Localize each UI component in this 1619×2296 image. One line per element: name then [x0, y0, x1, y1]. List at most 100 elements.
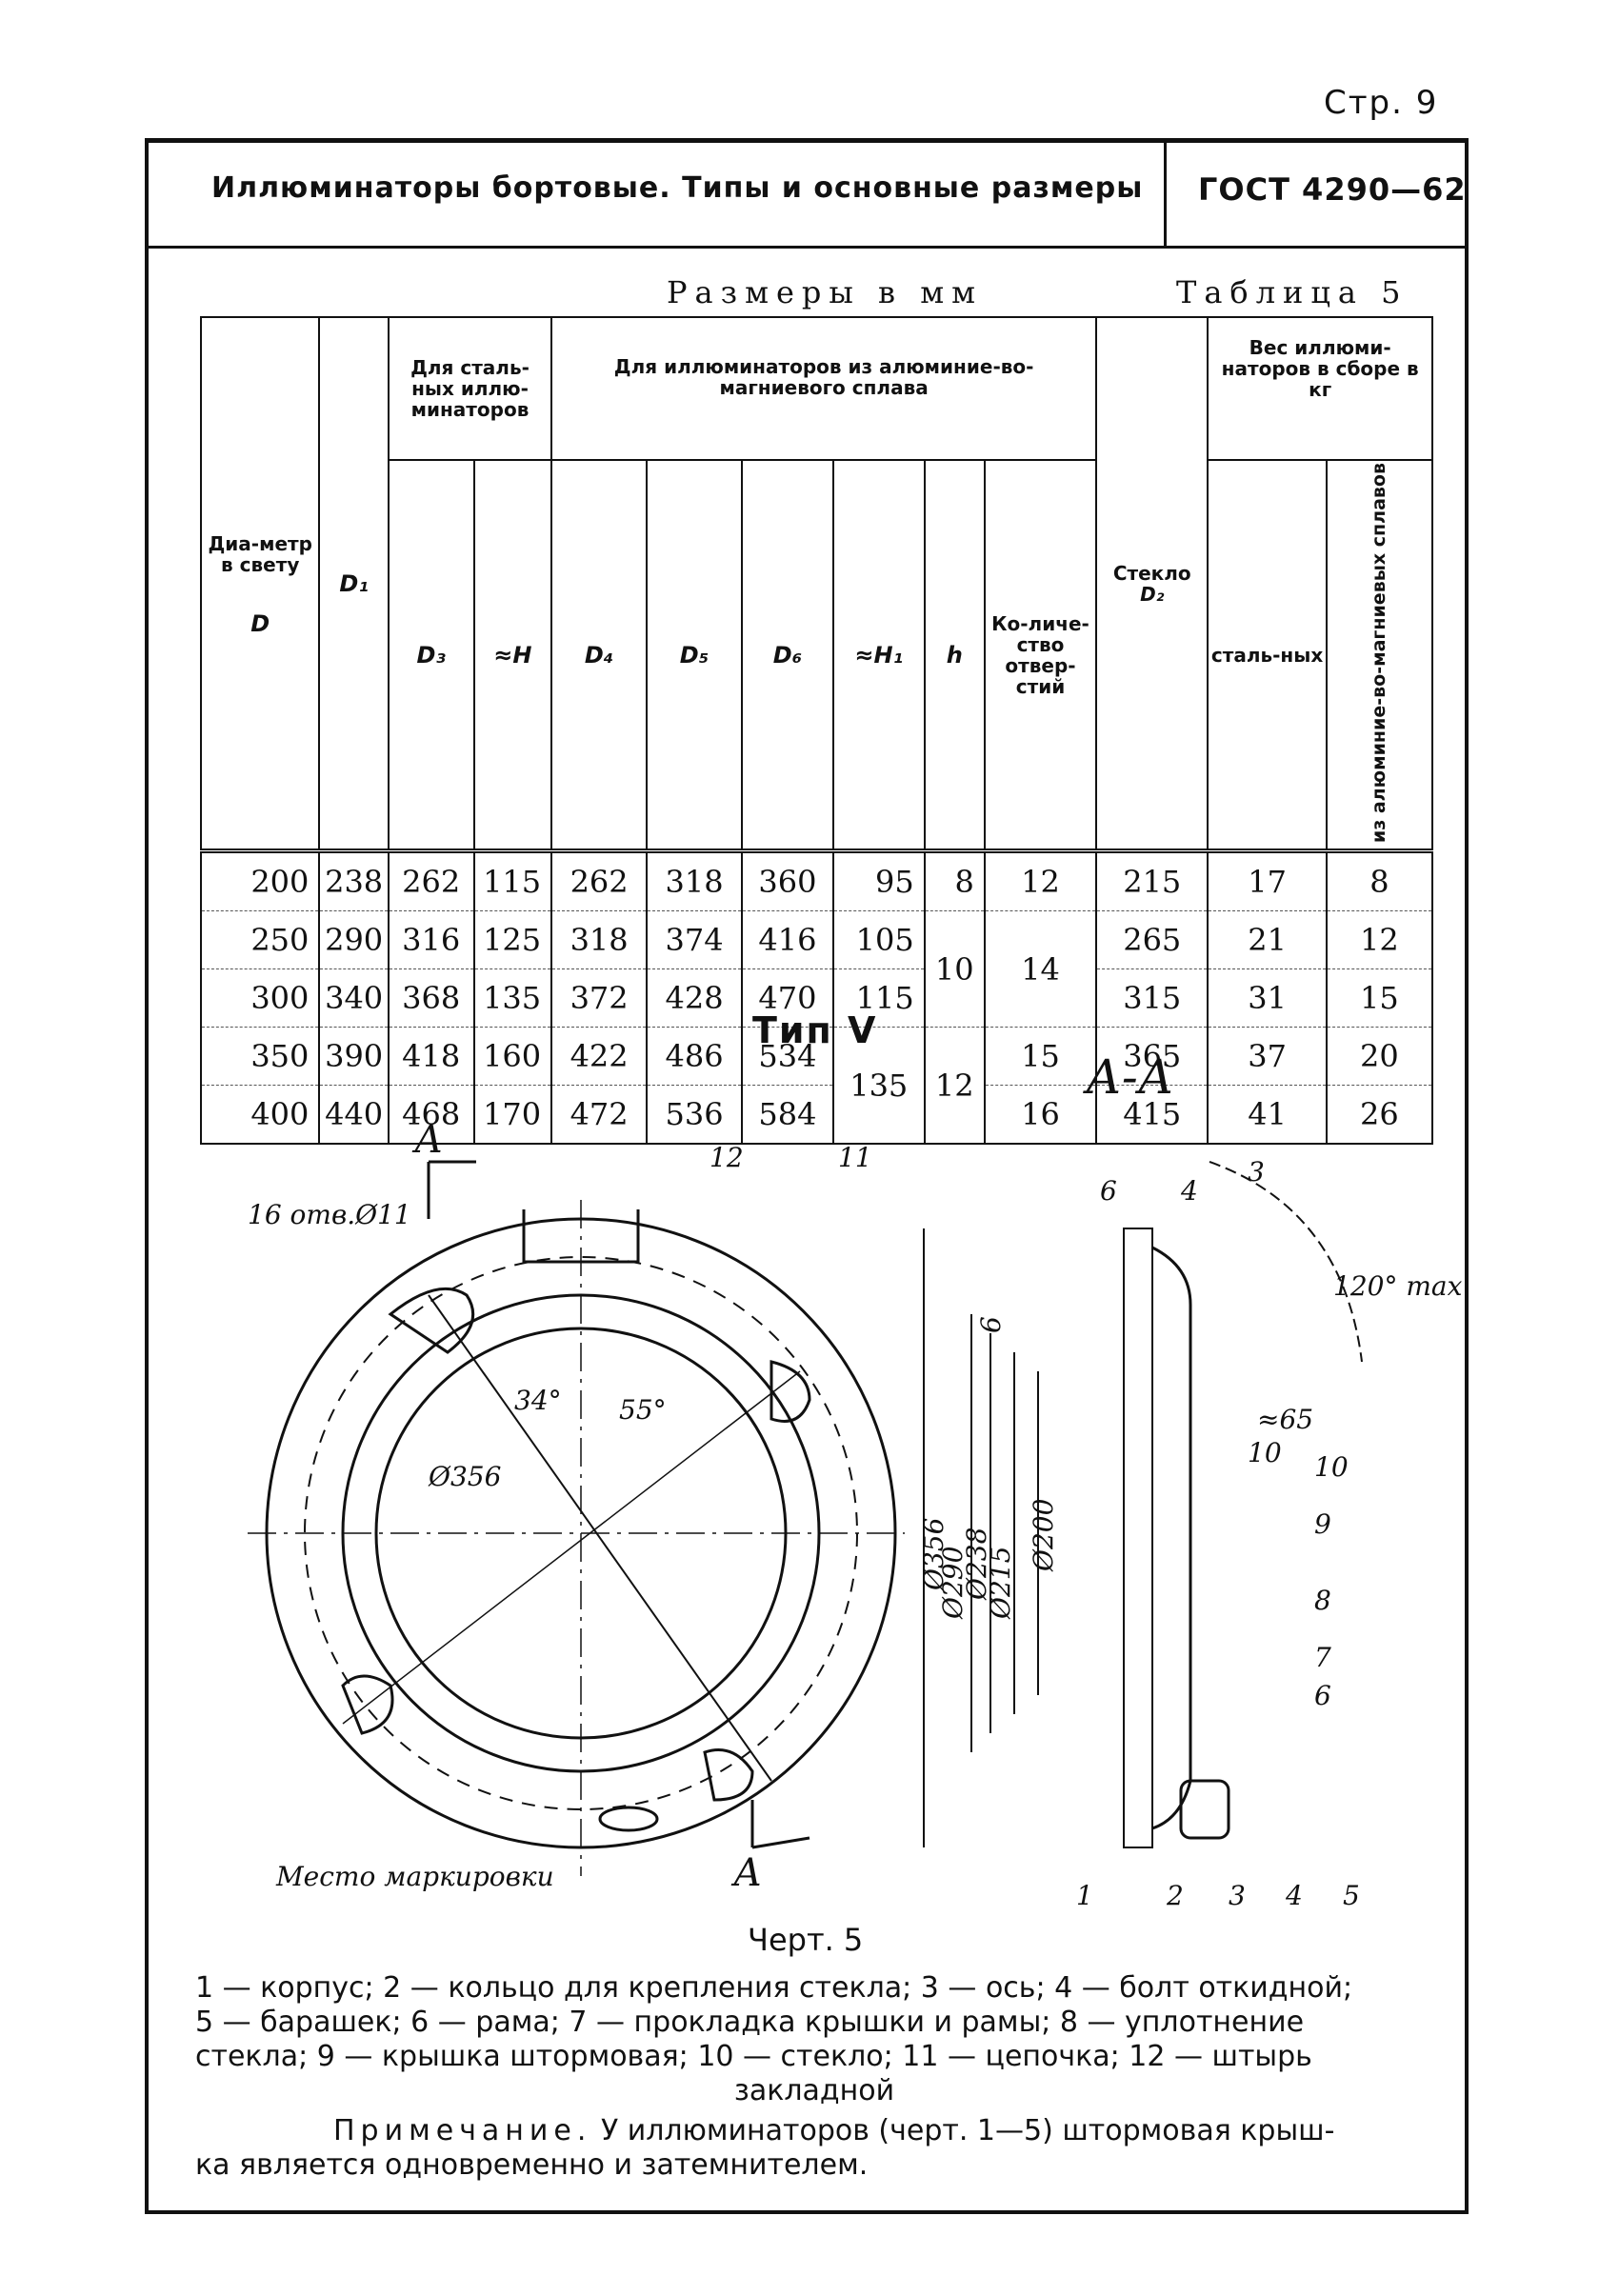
header-title: Иллюминаторы бортовые. Типы и основные р…	[211, 171, 1144, 205]
label-d215: Ø215	[985, 1547, 1016, 1620]
label-part-3: 3	[1229, 1880, 1246, 1911]
section-title: А-А	[1083, 1049, 1174, 1105]
cell-weight-steel: 17	[1207, 849, 1328, 912]
label-part-7: 7	[1314, 1642, 1331, 1673]
note-heading: Примечание.	[333, 2114, 592, 2147]
cell-D1: 238	[318, 849, 390, 912]
cell-D5: 374	[646, 910, 743, 970]
table-row: 250 290 316 125 318 374 416 105 10 14 26…	[199, 910, 1434, 1028]
label-part-10b: 10	[1314, 1451, 1349, 1483]
page-number: Стр. 9	[1324, 84, 1439, 122]
table-row: 300 340 368 135 372 428 470 115 315 31 1…	[199, 968, 1434, 1028]
cell-D4: 262	[550, 849, 649, 912]
section-view	[923, 1161, 1363, 1848]
table-row: 400 440 468 170 472 536 584 16 415 41 26	[199, 1085, 1434, 1146]
header-glass-symbol: D₂	[1140, 582, 1165, 606]
cell-weight-steel: 37	[1207, 1027, 1328, 1087]
header-d6: D₆	[740, 459, 834, 852]
header-weight-alum-label: из алюминие-во-магниевых сплавов	[1369, 463, 1390, 844]
header-steel-group: Для сталь-ных иллю-минаторов	[387, 316, 553, 461]
cell-D5: 536	[646, 1085, 743, 1146]
cell-D5: 486	[646, 1027, 743, 1087]
label-angle-34: 34°	[514, 1385, 562, 1416]
legend-line: 5 — барашек; 6 — рама; 7 — прокладка кры…	[195, 2006, 1305, 2039]
label-angle-max: 120° max	[1333, 1270, 1463, 1302]
note-text: У иллюминаторов (черт. 1—5) штормовая кр…	[591, 2114, 1335, 2147]
header-separator	[1164, 138, 1167, 246]
cell-D5: 318	[646, 849, 743, 912]
section-arrow-bottom-head	[751, 1836, 810, 1849]
page-frame	[145, 138, 1469, 2214]
top-hinge	[522, 1209, 640, 1264]
clamp-right	[770, 1360, 811, 1423]
label-part-4: 4	[1285, 1880, 1303, 1911]
label-dim-6-vertical: 6	[975, 1316, 1007, 1333]
cell-holes: 14	[983, 910, 1098, 1028]
cell-H: 125	[472, 910, 553, 970]
dimensions-table: Диа-метр в свету D D₁ Для сталь-ных иллю…	[199, 316, 1434, 1146]
label-d200: Ø200	[1028, 1499, 1059, 1572]
cell-h: 10	[923, 910, 986, 1028]
label-part-6: 6	[1314, 1680, 1331, 1711]
label-approx-65: ≈65	[1257, 1404, 1313, 1435]
cell-D1: 440	[318, 1085, 390, 1146]
cell-holes: 12	[983, 849, 1098, 912]
clamp-bottom-right	[703, 1748, 754, 1802]
clamp-top-left	[388, 1287, 475, 1354]
header-h-small: h	[923, 459, 986, 852]
cell-H: 160	[472, 1027, 553, 1087]
cell-H: 115	[472, 849, 553, 912]
label-part-9: 9	[1314, 1508, 1331, 1540]
cell-D2: 265	[1095, 910, 1209, 970]
cell-weight-alum: 20	[1325, 1027, 1434, 1087]
cell-D2: 365	[1095, 1027, 1209, 1087]
cell-D: 250	[199, 910, 321, 970]
legend-line: 1 — корпус; 2 — кольцо для крепления сте…	[195, 1971, 1353, 2005]
cell-D3: 368	[387, 968, 475, 1028]
cell-H: 135	[472, 968, 553, 1028]
cell-D6: 534	[740, 1027, 834, 1087]
cell-D4: 472	[550, 1085, 649, 1146]
cell-weight-steel: 41	[1207, 1085, 1328, 1146]
header-holes: Ко-личе-ство отвер-стий	[983, 459, 1098, 852]
label-d238: Ø238	[961, 1527, 992, 1601]
porthole-drawing: А А 16 отв.Ø11 Место маркировки 34° 55° …	[248, 1049, 1463, 1911]
cover-section	[1151, 1246, 1192, 1830]
body-section	[1123, 1228, 1153, 1848]
header-glass: Стекло D₂	[1095, 316, 1209, 852]
figure-caption: Черт. 5	[748, 1922, 864, 1958]
cell-D6: 470	[740, 968, 834, 1028]
cell-weight-alum: 8	[1325, 849, 1434, 912]
cell-D3: 468	[387, 1085, 475, 1146]
cell-D6: 360	[740, 849, 834, 912]
cell-h: 8	[923, 849, 986, 912]
gost-number: ГОСТ 4290—62	[1198, 171, 1467, 208]
cell-D1: 390	[318, 1027, 390, 1087]
header-d5: D₅	[646, 459, 743, 852]
cell-D3: 262	[387, 849, 475, 912]
header-h: ≈H	[472, 459, 553, 852]
cell-D: 400	[199, 1085, 321, 1146]
header-diameter-symbol: D	[250, 609, 270, 637]
section-line	[428, 1294, 772, 1782]
label-marking: Место маркировки	[275, 1861, 554, 1892]
label-part-1: 1	[1076, 1880, 1093, 1911]
note: Примечание. У иллюминаторов (черт. 1—5) …	[195, 2114, 1433, 2183]
header-divider	[145, 246, 1469, 249]
cell-H: 170	[472, 1085, 553, 1146]
clamp-bottom-left	[341, 1674, 394, 1735]
cell-weight-alum: 26	[1325, 1085, 1434, 1146]
note-text-continued: ка является одновременно и затемнителем.	[195, 2148, 869, 2182]
label-holes: 16 отв.Ø11	[248, 1199, 411, 1230]
cell-D5: 428	[646, 968, 743, 1028]
label-part-11: 11	[838, 1142, 872, 1173]
cell-D: 300	[199, 968, 321, 1028]
cell-H1: 135	[831, 1027, 926, 1146]
header-weight-steel: сталь-ных	[1207, 459, 1328, 852]
cell-D6: 416	[740, 910, 834, 970]
label-front-diameter: Ø356	[428, 1461, 501, 1492]
label-d356: Ø356	[918, 1518, 949, 1591]
cell-H1: 105	[831, 910, 926, 970]
cell-weight-alum: 15	[1325, 968, 1434, 1028]
wing-nut	[1179, 1779, 1230, 1840]
